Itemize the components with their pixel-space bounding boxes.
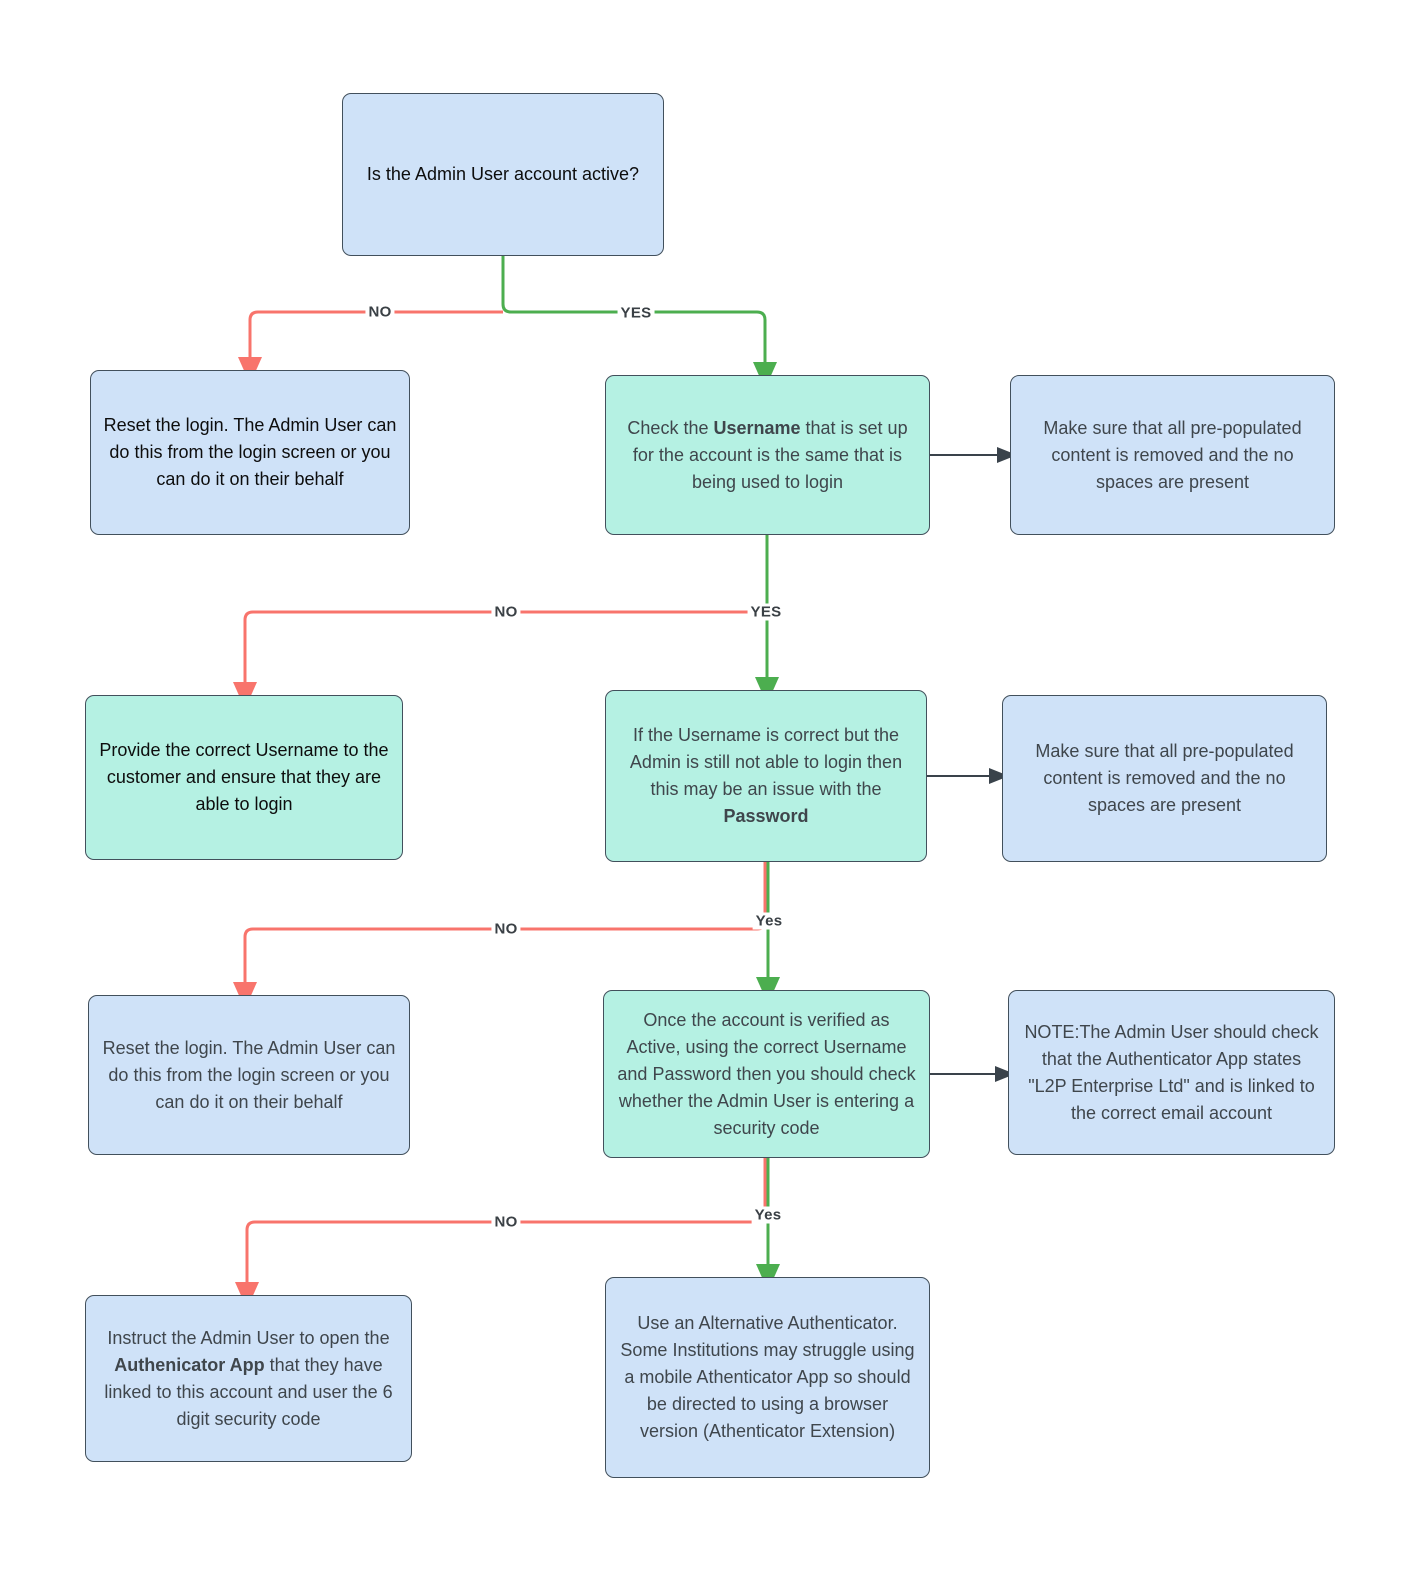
node-reset-login-2: Reset the login. The Admin User can do t… [88,995,410,1155]
node-note-prepopulated-2: Make sure that all pre-populated content… [1002,695,1327,862]
node-text: NOTE:The Admin User should check that th… [1024,1021,1319,1123]
edge-label-row3-yes: Yes [752,912,786,930]
edge-row1-no [238,310,503,384]
edge-label-row3-no: NO [491,920,521,938]
edge-label-row1-yes: YES [617,304,655,322]
node-note-prepopulated-1: Make sure that all pre-populated content… [1010,375,1335,535]
node-text: Reset the login. The Admin User can do t… [102,1037,396,1112]
node-text: Once the account is verified as Active, … [617,1009,916,1138]
node-text: Reset the login. The Admin User can do t… [103,415,397,489]
edge-label-row2-no: NO [491,603,521,621]
node-text: Make sure that all pre-populated content… [1043,417,1302,492]
node-text: Is the Admin User account active? [366,164,640,184]
node-provide-username: Provide the correct Username to the cust… [85,695,403,860]
node-instruct-authenticator-app: Instruct the Admin User to open the Auth… [85,1295,412,1462]
node-question-account-active: Is the Admin User account active? [342,93,664,256]
node-text: Instruct the Admin User to open the Auth… [104,1327,393,1429]
node-text: Check the Username that is set up for th… [627,417,908,492]
node-alternative-authenticator: Use an Alternative Authenticator. Some I… [605,1277,930,1478]
node-check-username: Check the Username that is set up for th… [605,375,930,535]
node-reset-login-1: Reset the login. The Admin User can do t… [90,370,410,535]
node-text: If the Username is correct but the Admin… [629,725,903,826]
edge-label-row1-no: NO [365,303,395,321]
edge-label-row2-yes: YES [747,603,785,621]
edge-label-row4-no: NO [491,1213,521,1231]
node-text: Use an Alternative Authenticator. Some I… [620,1313,915,1441]
node-note-authenticator-l2p: NOTE:The Admin User should check that th… [1008,990,1335,1155]
edge-row2-no [233,610,767,709]
node-verified-security-code: Once the account is verified as Active, … [603,990,930,1158]
edge-label-row4-yes: Yes [751,1206,785,1224]
node-username-correct-password-issue: If the Username is correct but the Admin… [605,690,927,862]
node-text: Make sure that all pre-populated content… [1035,741,1294,815]
node-text: Provide the correct Username to the cust… [99,740,389,814]
